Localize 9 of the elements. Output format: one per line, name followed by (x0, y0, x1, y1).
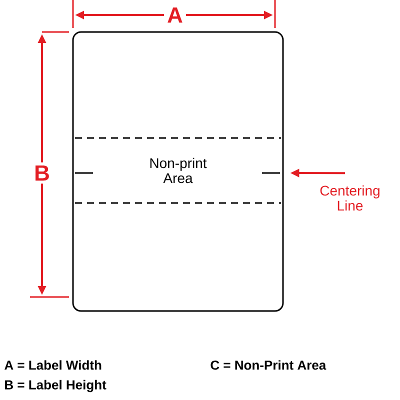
legend-text: B = Label Height (5, 380, 106, 392)
dimension-label: B (31, 162, 53, 184)
legend-text: C = Non-Print Area (210, 360, 326, 370)
callout-text: Centering Line (320, 185, 380, 211)
centering-mark (262, 172, 280, 174)
dimension-label: A (164, 4, 186, 26)
non-print-band: Non-print Area (75, 137, 281, 204)
legend-text: A = Label Width (4, 360, 102, 370)
label-outline (72, 31, 284, 312)
